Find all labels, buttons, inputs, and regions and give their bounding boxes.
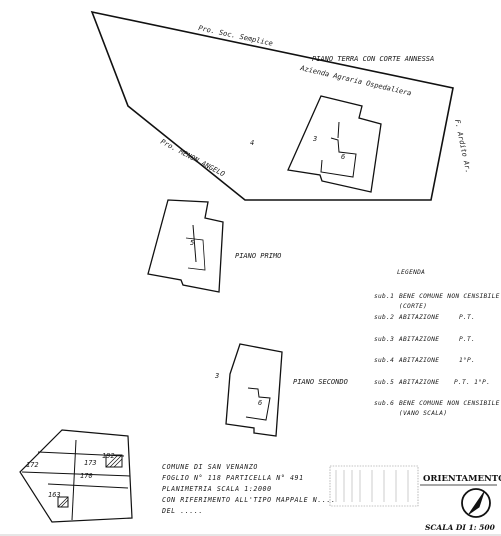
orientation-title: ORIENTAMENTO (423, 474, 501, 484)
parcel-192: 192 (102, 452, 115, 460)
legend-code-5: sub.5 (374, 379, 394, 386)
scale-label: SCALA DI 1: 500 (425, 523, 496, 532)
legend-text-3: ABITAZIONE (398, 336, 439, 343)
legend-text-6: BENE COMUNE NON CENSIBILE (399, 400, 500, 407)
second-floor-unit-number: 6 (258, 399, 262, 407)
caption: COMUNE DI SAN VENANZO FOGLIO N° 118 PART… (161, 463, 336, 515)
legend-code-6: sub.6 (374, 400, 394, 407)
legend-text-2: ABITAZIONE (398, 314, 439, 321)
second-floor-outline (225, 343, 283, 437)
legend-text-1: BENE COMUNE NON CENSIBILE (399, 293, 500, 300)
second-floor-title: PIANO SECONDO (293, 378, 348, 386)
first-floor-stair (192, 224, 197, 263)
legend-text2-6: (VANO SCALA) (399, 410, 447, 417)
hatch (57, 496, 69, 508)
caption-line-5: DEL ..... (161, 507, 203, 515)
legend-text-5: ABITAZIONE (398, 379, 439, 386)
label-owner-bottom: Pro. MENON ANGELO (159, 138, 226, 179)
hatched-parcel (57, 496, 69, 508)
map-outline (19, 429, 133, 523)
north-arrow-icon (468, 491, 485, 515)
map-parcel-line (47, 483, 129, 489)
map-parcel-line (71, 439, 77, 521)
north-arrow-circle (461, 488, 491, 518)
legend-floor-2: P.T. (459, 314, 475, 321)
first-floor-tag: 5 (190, 239, 194, 247)
legend: LEGENDA sub.1 BENE COMUNE NON CENSIBILE … (374, 269, 500, 417)
courtyard-outline (90, 10, 454, 201)
stamp-marks (335, 470, 409, 502)
orientation-block: ORIENTAMENTO SCALA DI 1: 500 (420, 474, 501, 532)
legend-floor-3: P.T. (459, 336, 475, 343)
parcel-173: 173 (84, 459, 97, 467)
stair-mark (337, 121, 340, 139)
caption-line-1: COMUNE DI SAN VENANZO (162, 463, 258, 471)
legend-floor-5: P.T. 1°P. (454, 378, 490, 386)
caption-line-3: PLANIMETRIA SCALA 1:2000 (162, 485, 272, 493)
second-floor-unit (245, 387, 271, 421)
unit-6-outline (320, 137, 357, 178)
caption-line-2: FOGLIO N° 118 PARTICELLA N° 491 (162, 474, 304, 482)
legend-title: LEGENDA (397, 269, 425, 276)
building-ground-floor (287, 95, 382, 193)
legend-code-4: sub.4 (374, 357, 394, 364)
legend-code-3: sub.3 (374, 336, 394, 343)
label-road: Azienda Agraria Ospedaliera (299, 64, 413, 98)
legend-floor-4: 1°P. (459, 356, 475, 364)
unit-6-number: 6 (341, 153, 345, 161)
map-parcel-line (21, 471, 131, 477)
label-owner-right: F. Ardito Ar. (453, 119, 472, 174)
stamp-box (329, 465, 419, 507)
caption-line-4: CON RIFERIMENTO ALL'TIPO MAPPALE N.... (162, 496, 336, 504)
unit-3-number: 3 (312, 135, 317, 143)
location-map: 173 172 170 163 192 (19, 429, 133, 523)
stamp-area (329, 465, 419, 507)
first-floor-inner (185, 237, 206, 271)
site-plan-ground-floor: Pro. Soc. Semplice PIANO TERRA CON CORTE… (90, 10, 472, 201)
first-floor-title: PIANO PRIMO (235, 252, 281, 260)
label-ground-floor: PIANO TERRA CON CORTE ANNESSA (312, 55, 434, 63)
parcel-163: 163 (48, 491, 61, 499)
legend-code-2: sub.2 (374, 314, 394, 321)
parcel-170: 170 (80, 472, 93, 480)
floor-plan-first: 5 PIANO PRIMO (147, 199, 281, 293)
floor-plan-second: 3 6 PIANO SECONDO (214, 343, 348, 437)
legend-code-1: sub.1 (374, 293, 394, 300)
legend-text-4: ABITAZIONE (398, 357, 439, 364)
legend-text2-1: (CORTE) (399, 303, 427, 310)
parcel-172: 172 (26, 461, 39, 469)
first-floor-outline (147, 199, 224, 293)
second-floor-tag: 3 (214, 372, 219, 380)
unit-4-number: 4 (250, 139, 254, 147)
hatch (105, 454, 123, 468)
